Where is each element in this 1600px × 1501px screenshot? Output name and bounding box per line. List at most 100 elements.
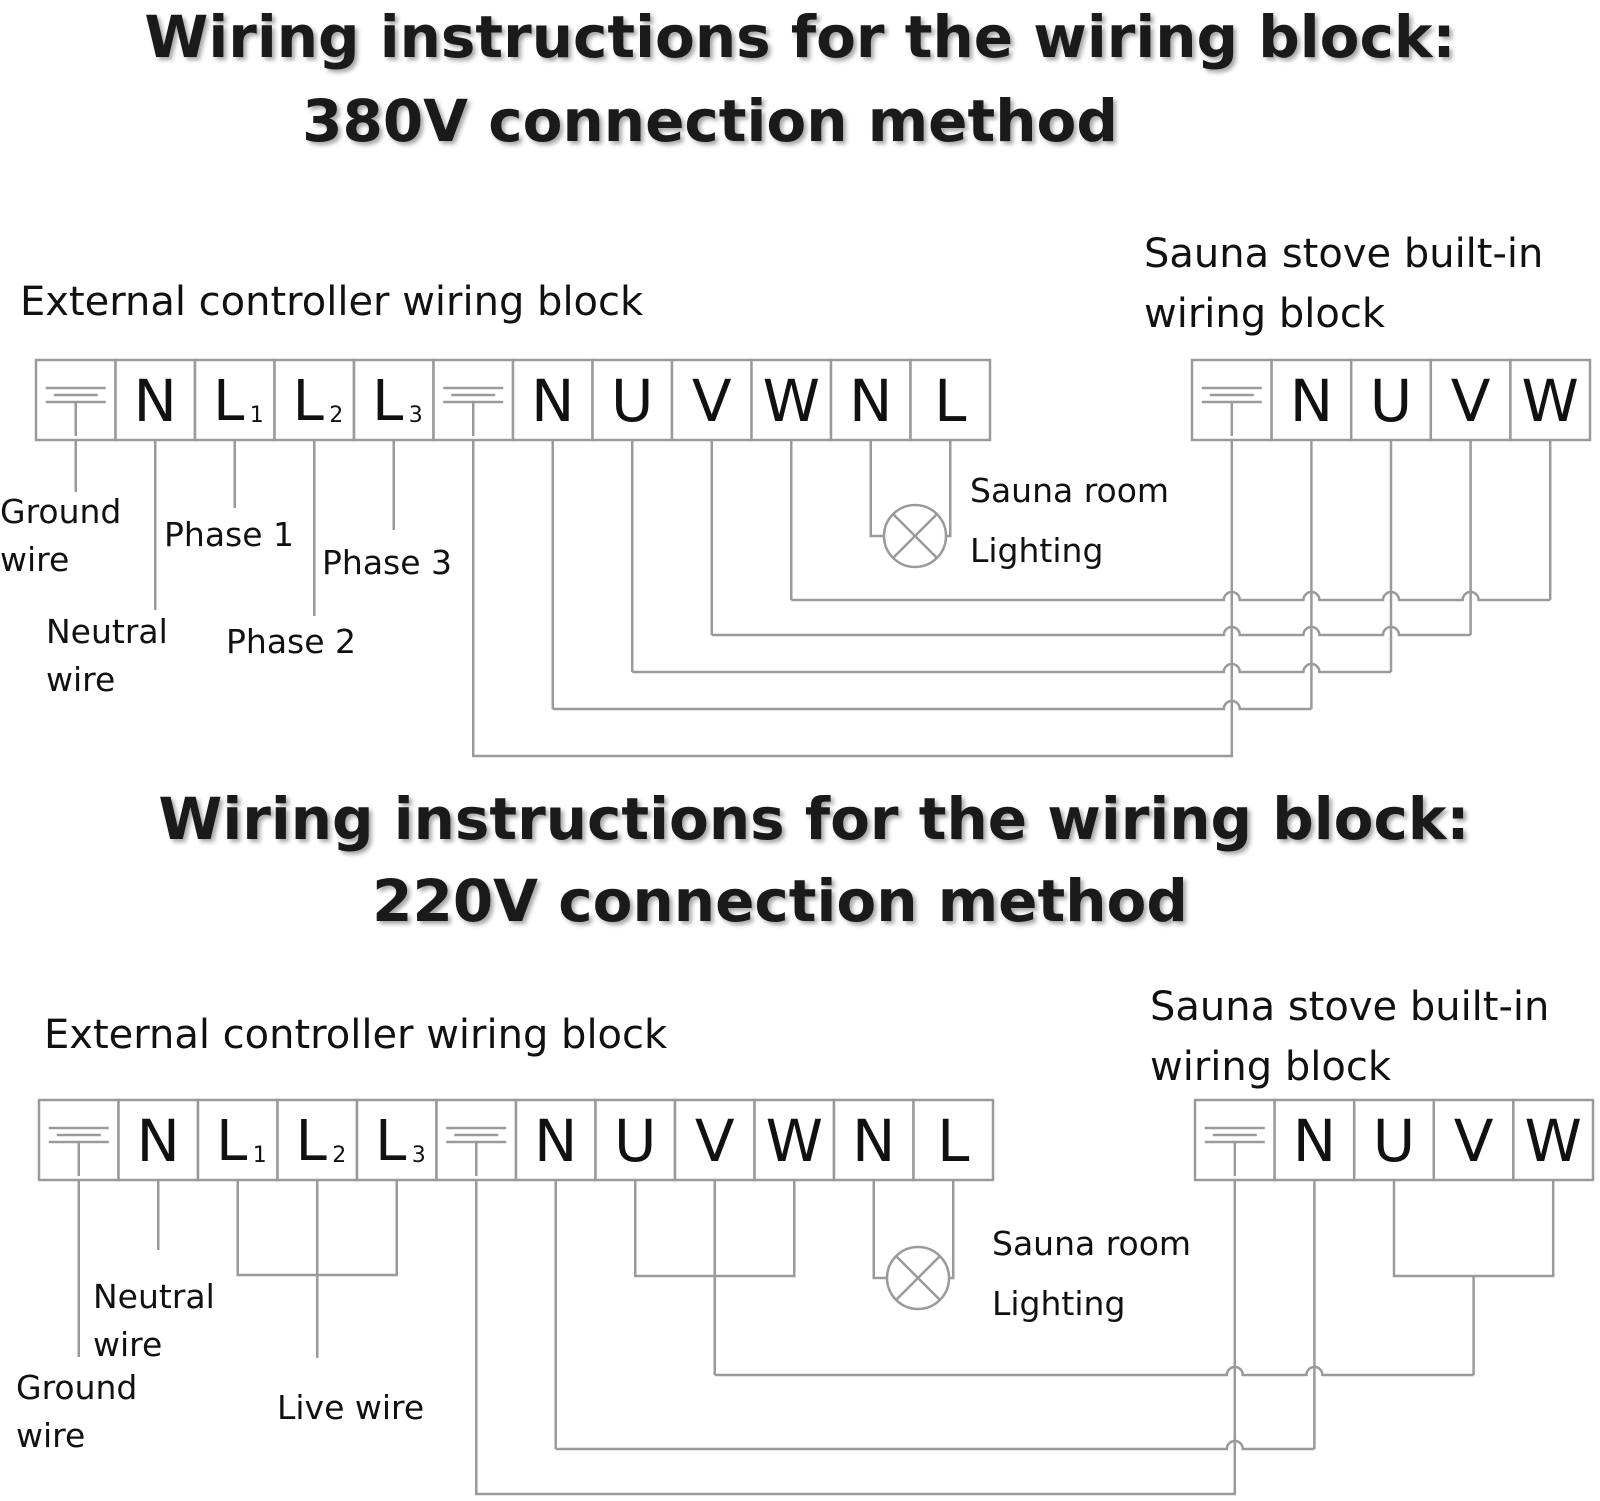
ext220-terminal-8-u: U — [594, 1098, 677, 1182]
heading-220-line1: Wiring instructions for the wiring block… — [158, 785, 1470, 853]
stove-uvw-bridge-220 — [1392, 1180, 1555, 1278]
terminal-label: N — [531, 367, 574, 435]
terminal-label: U — [1370, 367, 1412, 435]
n-run-380 — [552, 699, 1312, 711]
external-block-title-220: External controller wiring block — [44, 1012, 668, 1058]
ext380-terminal-8-u: U — [591, 358, 674, 442]
n-run-220 — [555, 1439, 1315, 1451]
terminal-label: W — [1525, 1107, 1582, 1175]
ground-icon — [443, 386, 504, 436]
terminal-label: U — [614, 1107, 656, 1175]
terminal-label: W — [763, 367, 820, 435]
neutral-wire-label-220-line1: Neutral — [93, 1277, 215, 1316]
stove380-terminal-2-n: N — [1270, 358, 1353, 442]
terminal-label: V — [1451, 367, 1491, 435]
stove-block-title-220-line1: Sauna stove built-in — [1150, 984, 1550, 1030]
terminal-label: W — [766, 1107, 823, 1175]
terminal-label: L — [375, 1109, 406, 1174]
ext380-terminal-6-gnd — [432, 358, 515, 442]
terminal-label: N — [137, 1107, 180, 1175]
lighting-label-380-line2: Lighting — [970, 531, 1104, 570]
terminal-label: N — [534, 1107, 577, 1175]
terminal-label: L — [293, 369, 324, 434]
ext380-terminal-2-n: N — [114, 358, 197, 442]
ground-icon — [1201, 386, 1262, 436]
ext220-terminal-2-n: N — [117, 1098, 200, 1182]
stove-block-title-380-line2: wiring block — [1144, 291, 1385, 337]
ext380-terminal-10-w: W — [750, 358, 833, 442]
ground-icon — [446, 1126, 507, 1176]
stove380-terminal-3-u: U — [1349, 358, 1433, 442]
ground-icon — [1204, 1126, 1265, 1176]
terminal-label: V — [695, 1107, 735, 1175]
ext220-terminal-7-n: N — [514, 1098, 597, 1182]
lighting-label-380-line1: Sauna room — [970, 471, 1170, 510]
ground-icon — [48, 1126, 109, 1176]
lamp-live-wire-380 — [946, 440, 952, 538]
lamp-icon-380 — [882, 503, 948, 569]
phase-2-label-380: Phase 2 — [226, 622, 357, 661]
terminal-label: L — [213, 369, 244, 434]
heading-220-line2: 220V connection method — [372, 867, 1188, 935]
neutral-wire-label-380-line2: wire — [46, 660, 116, 699]
lamp-icon-220 — [885, 1245, 951, 1311]
terminal-subscript: 3 — [409, 403, 423, 428]
ground-wire-label-220-line2: wire — [16, 1416, 86, 1455]
terminal-label: U — [611, 367, 653, 435]
ext380-terminal-1-gnd — [34, 358, 117, 442]
ground-wire-label-380-line2: wire — [0, 540, 70, 579]
stove380-terminal-1-gnd — [1190, 358, 1273, 442]
terminal-label: L — [296, 1109, 327, 1174]
terminal-label: U — [1373, 1107, 1415, 1175]
ext220-terminal-10-w: W — [753, 1098, 836, 1182]
terminal-label: W — [1522, 367, 1579, 435]
neutral-wire-label-380-line1: Neutral — [46, 612, 168, 651]
neutral-wire-label-220-line2: wire — [93, 1325, 163, 1364]
terminal-label: L — [934, 367, 966, 435]
stove220-terminal-4-v: V — [1432, 1098, 1515, 1182]
external-block-title-380: External controller wiring block — [20, 279, 644, 325]
heading-380-line1: Wiring instructions for the wiring block… — [144, 3, 1456, 71]
ext220-terminal-9-v: V — [673, 1098, 756, 1182]
terminal-label: N — [1293, 1107, 1336, 1175]
ext220-terminal-12-l: L — [912, 1098, 995, 1182]
stove-block-title-380-line1: Sauna stove built-in — [1144, 231, 1544, 277]
stove220-terminal-3-u: U — [1352, 1098, 1436, 1182]
terminal-label: N — [849, 367, 892, 435]
stove220-terminal-5-w: W — [1512, 1098, 1595, 1182]
terminal-subscript: 2 — [329, 403, 343, 428]
live-wire-label-220: Live wire — [277, 1388, 425, 1427]
terminal-label: N — [1290, 367, 1333, 435]
v-run-380 — [711, 625, 1471, 637]
ext220-terminal-11-n: N — [832, 1098, 915, 1182]
ext380-terminal-9-v: V — [670, 358, 753, 442]
lighting-label-220-line2: Lighting — [992, 1284, 1126, 1323]
v-run-220 — [714, 1365, 1474, 1377]
ext380-terminal-7-n: N — [511, 358, 594, 442]
phase-3-label-380: Phase 3 — [322, 543, 453, 582]
phase-1-label-380: Phase 1 — [164, 515, 295, 554]
stove380-terminal-5-w: W — [1509, 358, 1592, 442]
ext220-terminal-6-gnd — [435, 1098, 518, 1182]
ext380-terminal-12-l: L — [909, 358, 992, 442]
lighting-label-220-line1: Sauna room — [992, 1224, 1192, 1263]
terminal-label: L — [216, 1109, 247, 1174]
terminal-label: L — [372, 369, 403, 434]
stove220-terminal-2-n: N — [1273, 1098, 1356, 1182]
terminal-subscript: 2 — [332, 1143, 346, 1168]
terminal-label: V — [692, 367, 732, 435]
ground-run-380 — [472, 440, 1234, 758]
lamp-neutral-wire-220 — [872, 1180, 887, 1280]
terminal-subscript: 3 — [412, 1143, 426, 1168]
